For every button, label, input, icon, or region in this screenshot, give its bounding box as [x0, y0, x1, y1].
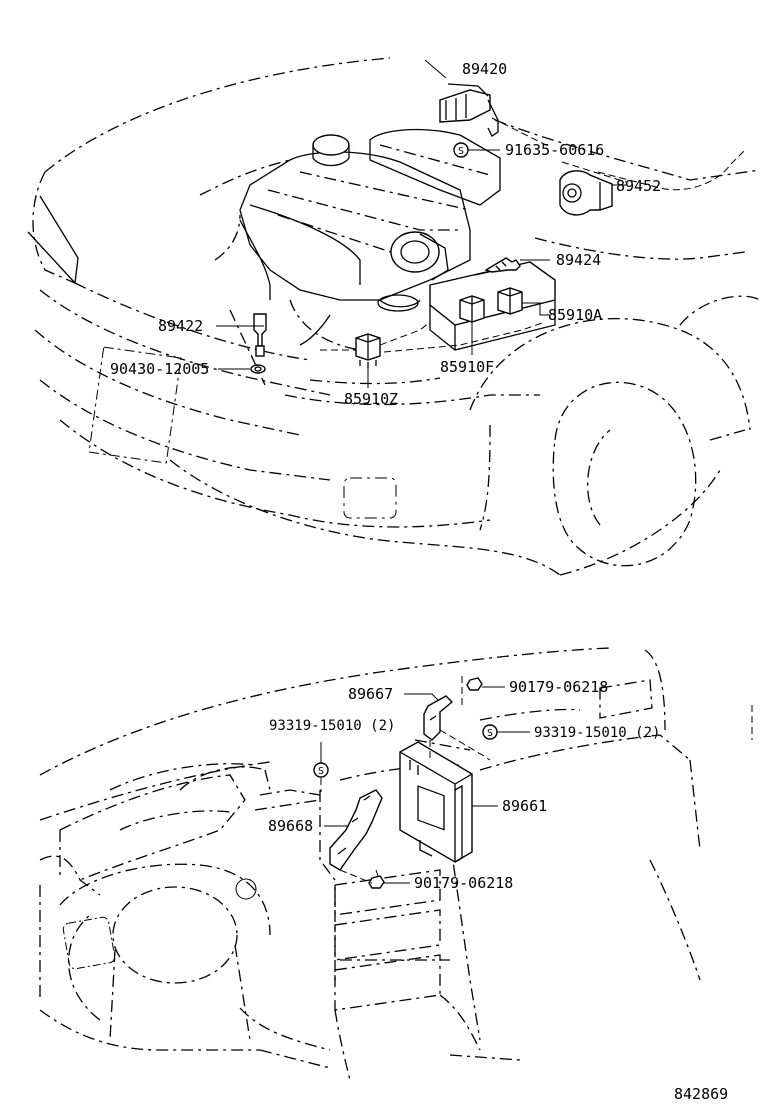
label-89424: 89424: [556, 251, 601, 269]
dashboard-illustration: [39, 647, 701, 1081]
part-89667-bracket: [423, 695, 454, 741]
part-89661-ecu: [399, 741, 473, 863]
part-89420-bracket: [439, 83, 499, 137]
dash-leader-lines: [320, 676, 753, 884]
nut-90179-bottom-icon: [368, 875, 385, 889]
svg-text:S: S: [458, 146, 464, 157]
part-89422-sensor: [253, 313, 267, 357]
label-90179-06218-bottom: 90179-06218: [414, 874, 513, 892]
label-89452: 89452: [616, 177, 661, 195]
engine-part-labels: 89420 91635-60616 89452 89424 89422 8591…: [110, 60, 661, 408]
bolt-93319-left-icon: S: [313, 762, 329, 778]
label-85910z: 85910Z: [344, 390, 398, 408]
label-85910a: 85910A: [548, 306, 602, 324]
nut-90179-top-icon: [466, 677, 483, 691]
label-89667: 89667: [348, 685, 393, 703]
part-89668-bracket: [329, 789, 383, 871]
bolt-91635-icon: S: [453, 142, 469, 158]
label-93319-15010-left: 93319-15010 (2): [269, 718, 395, 734]
engine-bay-illustration: [27, 57, 760, 576]
label-89422: 89422: [158, 317, 203, 335]
svg-text:S: S: [318, 766, 324, 777]
illustration-id: 842869: [674, 1085, 728, 1103]
svg-text:S: S: [487, 728, 493, 739]
label-90430-12005: 90430-12005: [110, 360, 209, 378]
part-85910f-relay: [459, 295, 485, 323]
label-89420: 89420: [462, 60, 507, 78]
washer-90430-icon: [250, 364, 266, 374]
dash-part-labels: 89667 90179-06218 93319-15010 (2) 93319-…: [268, 678, 660, 892]
label-93319-15010-right: 93319-15010 (2): [534, 725, 660, 741]
part-89452-sensor: [559, 170, 613, 216]
label-85910f: 85910F: [440, 358, 494, 376]
part-89424-sensor: [484, 257, 521, 273]
label-89661: 89661: [502, 797, 547, 815]
label-91635-60616: 91635-60616: [505, 141, 604, 159]
engine-leader-lines: [216, 59, 746, 388]
bolt-93319-right-icon: S: [482, 724, 498, 740]
label-89668: 89668: [268, 817, 313, 835]
part-85910a-relay: [497, 287, 523, 315]
label-90179-06218-top: 90179-06218: [509, 678, 608, 696]
part-85910z-relay: [355, 333, 381, 368]
